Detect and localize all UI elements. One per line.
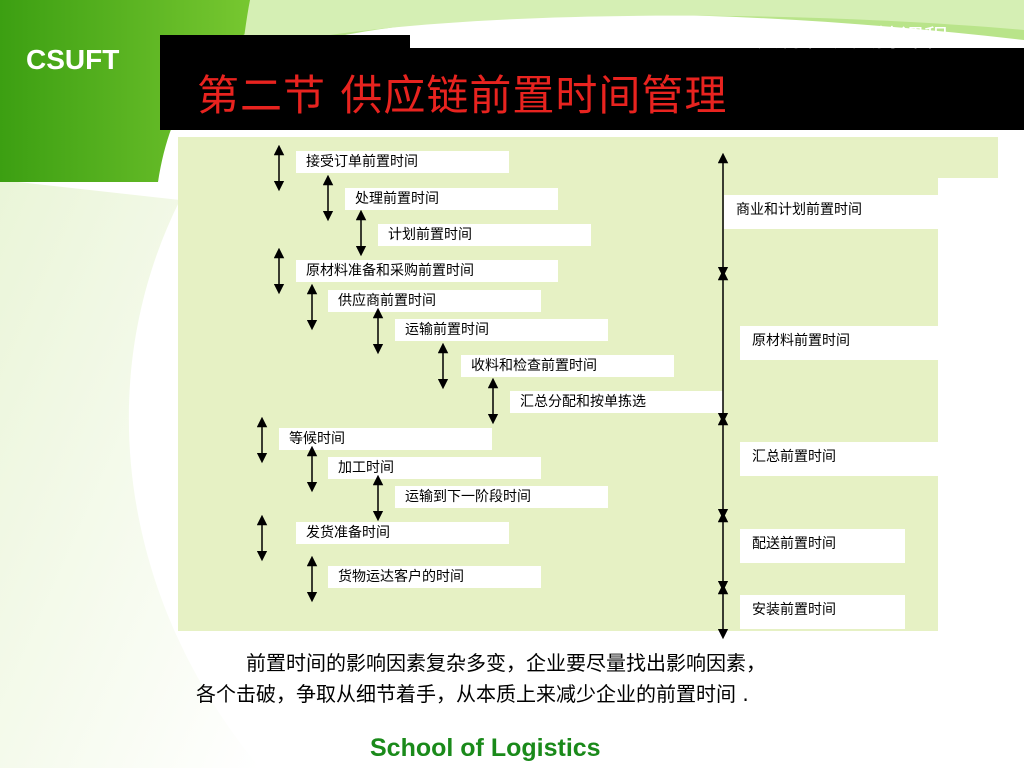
- item-label-waiting: 等候时间: [279, 428, 492, 450]
- category-label-consolidation: 汇总前置时间: [740, 442, 938, 476]
- item-label-delivery-to-customer: 货物运达客户的时间: [328, 566, 541, 588]
- category-label-installation: 安装前置时间: [740, 595, 905, 629]
- item-label-transport: 运输前置时间: [395, 319, 608, 341]
- summary-paragraph: 前置时间的影响因素复杂多变，企业要尽量找出影响因素， 各个击破，争取从细节着手，…: [196, 648, 936, 710]
- panel-notch: [938, 178, 1024, 631]
- brand-logo-text: CSUFT: [26, 44, 120, 75]
- item-label-order-receipt: 接受订单前置时间: [296, 151, 509, 173]
- item-label-supplier: 供应商前置时间: [328, 290, 541, 312]
- footer-school: School of Logistics: [370, 734, 601, 762]
- summary-line-2: 各个击破，争取从细节着手，从本质上来减少企业的前置时间 .: [196, 682, 749, 706]
- course-name: 安得物流支持课程: [756, 24, 948, 52]
- category-label-distribution: 配送前置时间: [740, 529, 905, 563]
- title-box: [160, 35, 410, 130]
- item-label-consolidation-picking: 汇总分配和按单拣选: [510, 391, 723, 413]
- category-label-business-planning: 商业和计划前置时间: [724, 195, 938, 229]
- item-label-processing-time: 加工时间: [328, 457, 541, 479]
- item-label-shipping-prep: 发货准备时间: [296, 522, 509, 544]
- item-label-processing: 处理前置时间: [345, 188, 558, 210]
- page-title: 第二节 供应链前置时间管理: [197, 71, 728, 120]
- title-bar: [405, 48, 1024, 130]
- item-label-planning: 计划前置时间: [378, 224, 591, 246]
- item-label-materials-procurement: 原材料准备和采购前置时间: [296, 260, 558, 282]
- item-label-receiving-inspection: 收料和检查前置时间: [461, 355, 674, 377]
- item-label-transport-next-stage: 运输到下一阶段时间: [395, 486, 608, 508]
- category-label-raw-materials: 原材料前置时间: [740, 326, 938, 360]
- summary-line-1: 前置时间的影响因素复杂多变，企业要尽量找出影响因素，: [246, 651, 766, 675]
